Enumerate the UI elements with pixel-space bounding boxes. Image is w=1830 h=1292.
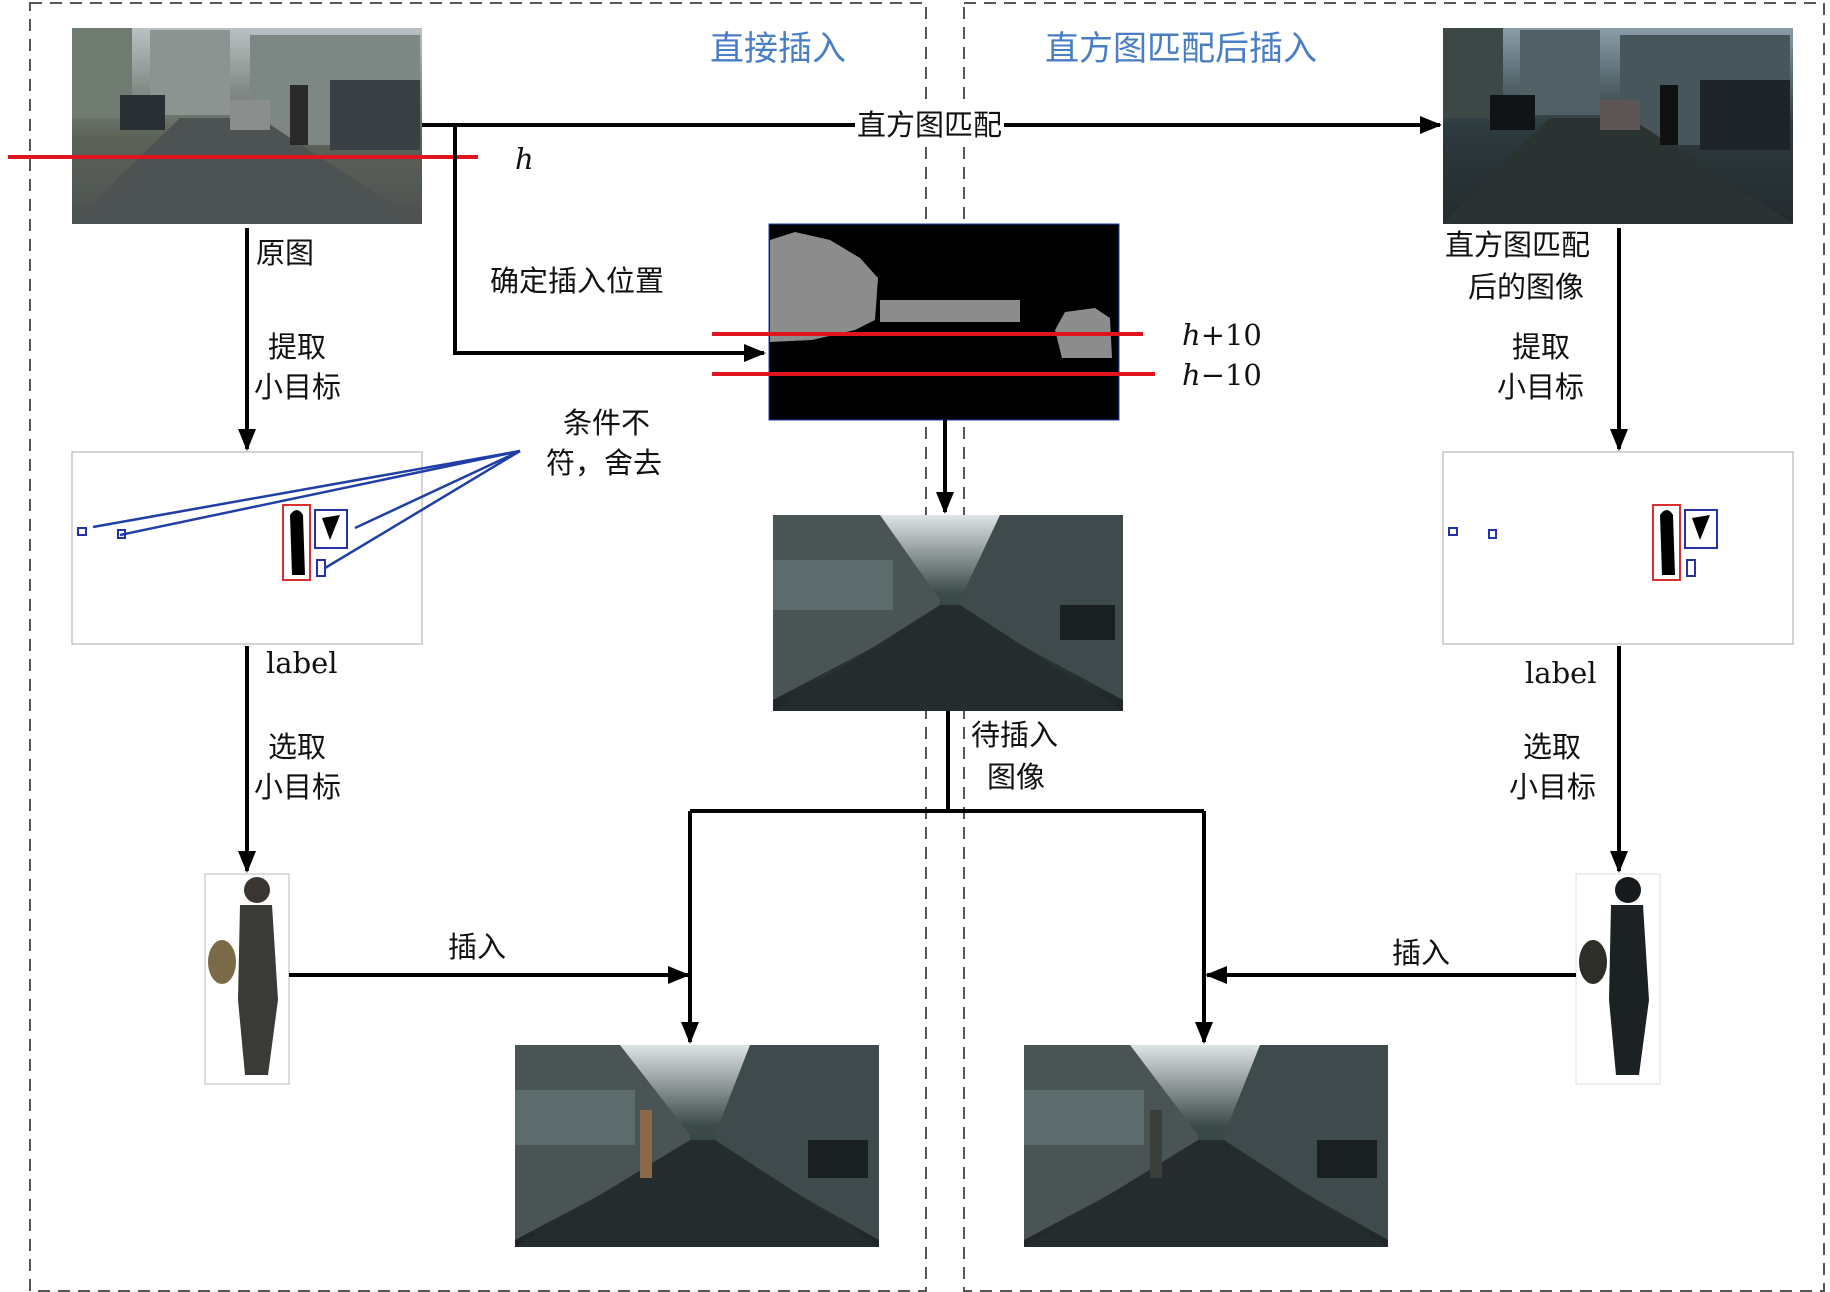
extract-small-left-line2: 小目标 — [254, 370, 342, 404]
extract-small-right-line2: 小目标 — [1497, 370, 1585, 404]
label-image-right — [1442, 451, 1794, 645]
extract-small-right-line1: 提取 — [1512, 330, 1571, 364]
h-label: h — [515, 142, 534, 176]
original-label: 原图 — [256, 236, 315, 270]
h-symbol: h — [1182, 358, 1201, 392]
extract-small-left-line1: 提取 — [268, 330, 327, 364]
select-small-right-line2: 小目标 — [1509, 770, 1597, 804]
h-plus-10-label: h+10 — [1182, 316, 1262, 354]
person-cutout-right — [1575, 873, 1661, 1085]
result-image-right — [1024, 1045, 1388, 1247]
h-minus-10-value: −10 — [1200, 358, 1262, 392]
label-left-caption: label — [266, 646, 338, 680]
determine-position-label: 确定插入位置 — [490, 264, 665, 298]
condition-line1: 条件不 — [563, 406, 651, 440]
h-symbol: h — [1182, 318, 1201, 352]
h-plus-10-value: +10 — [1200, 318, 1262, 352]
original-image — [72, 28, 422, 224]
to-insert-line2: 图像 — [987, 760, 1046, 794]
result-image-left — [515, 1045, 879, 1247]
label-right-caption: label — [1525, 656, 1597, 690]
hist-match-label: 直方图匹配 — [855, 106, 1005, 144]
right-section-title: 直方图匹配后插入 — [1045, 29, 1317, 69]
left-section-title: 直接插入 — [710, 29, 846, 69]
label-image-left — [71, 451, 423, 645]
to-insert-line1: 待插入 — [971, 718, 1059, 752]
select-small-left-line1: 选取 — [268, 730, 327, 764]
matched-image-line2: 后的图像 — [1468, 270, 1585, 304]
select-small-right-line1: 选取 — [1523, 730, 1582, 764]
h-minus-10-label: h−10 — [1182, 356, 1262, 394]
segmentation-mask — [768, 223, 1120, 421]
arrow-determine-position — [453, 125, 766, 362]
person-cutout-left — [204, 873, 290, 1085]
matched-image-line1: 直方图匹配 — [1445, 228, 1591, 262]
condition-line2: 符，舍去 — [546, 446, 663, 480]
target-street-image — [773, 515, 1123, 711]
matched-image — [1443, 28, 1793, 224]
rejected-target-lines — [92, 449, 521, 570]
insert-right-label: 插入 — [1392, 936, 1451, 970]
select-small-left-line2: 小目标 — [254, 770, 342, 804]
insert-left-label: 插入 — [448, 930, 507, 964]
